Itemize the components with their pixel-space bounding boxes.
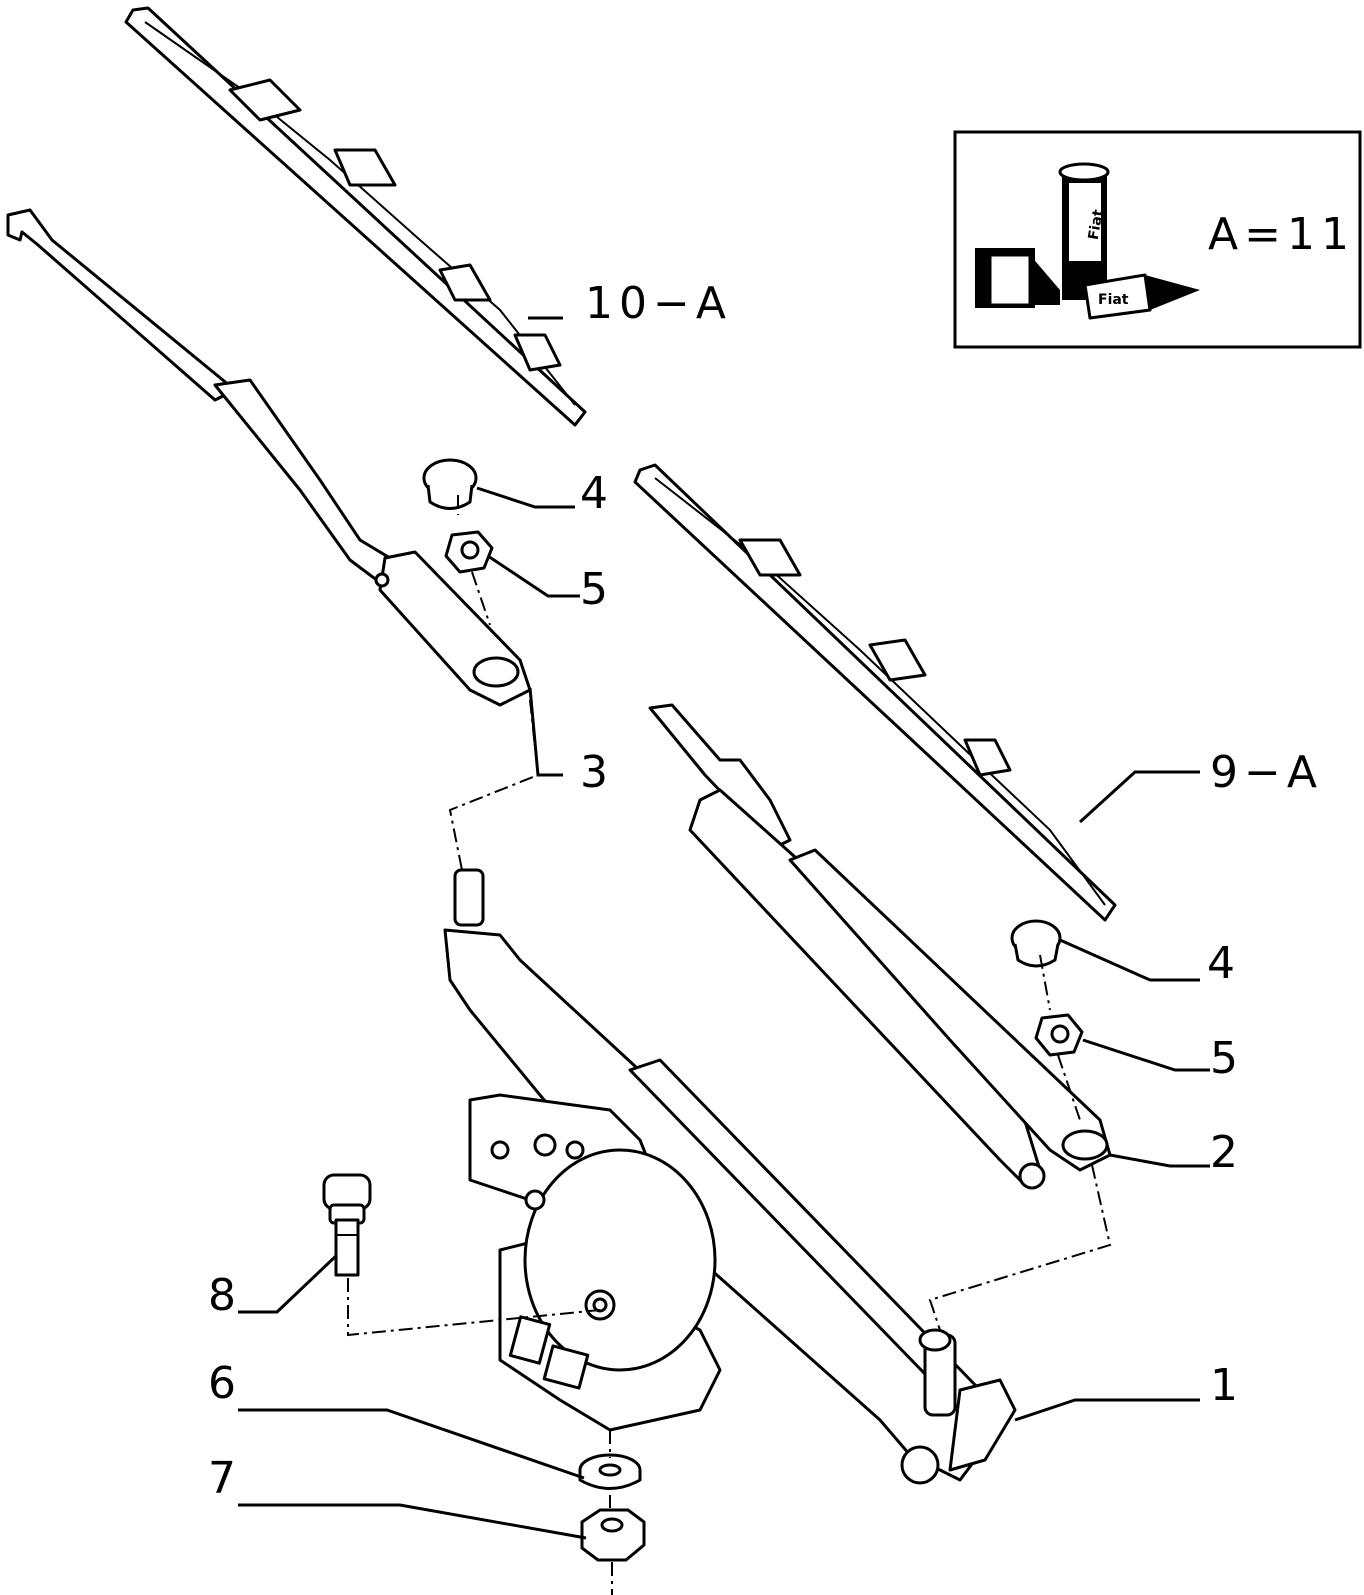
mounting-bolt bbox=[322, 1173, 372, 1277]
rubber-washer bbox=[578, 1453, 642, 1490]
legend-quantity-label: A=11 bbox=[1208, 209, 1355, 260]
part-labels: 10−A 4 5 3 9−A 4 5 2 1 8 6 7 bbox=[208, 278, 1323, 1504]
label-part-9: 9−A bbox=[1210, 747, 1323, 798]
logo-text-box: Fiat bbox=[1098, 292, 1129, 308]
flange-nut bbox=[580, 1508, 646, 1562]
left-nut bbox=[444, 530, 494, 574]
label-part-5-right: 5 bbox=[1210, 1033, 1238, 1084]
label-part-3: 3 bbox=[580, 747, 608, 798]
label-part-10: 10−A bbox=[585, 278, 732, 329]
wiper-linkage-frame bbox=[443, 868, 1017, 1485]
leader-lines bbox=[238, 316, 1210, 1540]
fiat-lubricant-icon: Fiat Fiat bbox=[975, 162, 1200, 320]
right-nut bbox=[1034, 1013, 1084, 1057]
left-wiper-blade bbox=[124, 6, 587, 427]
logo-text-can: Fiat bbox=[1086, 208, 1107, 241]
label-part-6: 6 bbox=[208, 1358, 236, 1409]
label-part-4-left: 4 bbox=[580, 468, 608, 519]
label-part-1: 1 bbox=[1210, 1360, 1238, 1411]
label-part-8: 8 bbox=[208, 1270, 236, 1321]
left-wiper-arm bbox=[6, 208, 532, 707]
label-part-4-right: 4 bbox=[1207, 938, 1235, 989]
right-wiper-arm bbox=[648, 703, 1112, 1190]
label-part-7: 7 bbox=[208, 1453, 236, 1504]
legend-frame bbox=[953, 130, 1362, 349]
label-part-2: 2 bbox=[1210, 1127, 1238, 1178]
lubricant-legend: Fiat Fiat A=11 bbox=[953, 130, 1362, 349]
wiper-motor bbox=[490, 1133, 722, 1432]
label-part-5-left: 5 bbox=[580, 564, 608, 615]
right-cap bbox=[1010, 919, 1062, 968]
right-wiper-blade bbox=[633, 463, 1117, 922]
left-cap bbox=[422, 458, 478, 510]
